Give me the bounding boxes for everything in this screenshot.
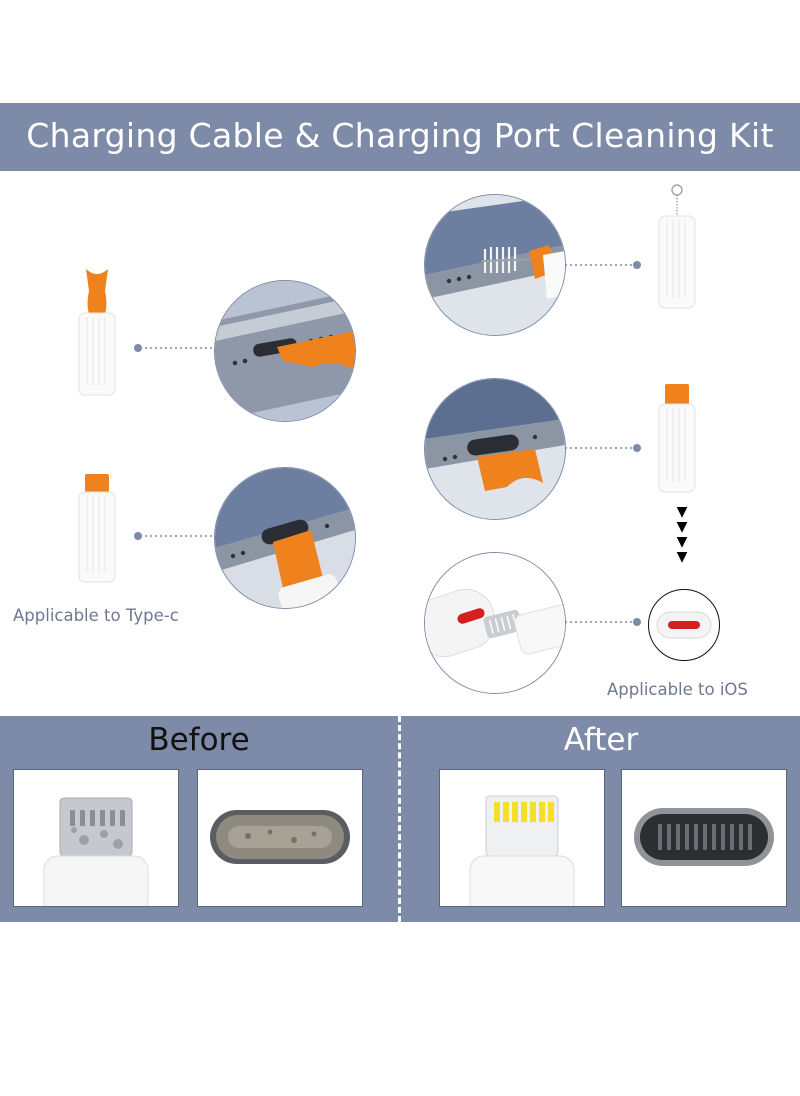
panel-divider <box>398 716 401 922</box>
header-banner <box>0 103 800 171</box>
lightning-connector-circle <box>424 552 566 694</box>
after-lightning-photo <box>439 769 605 907</box>
leader-dot <box>134 344 142 352</box>
before-lightning-photo <box>13 769 179 907</box>
scoop-tool-icon <box>72 265 122 397</box>
leader-dot <box>633 444 641 452</box>
after-label: After <box>563 722 639 758</box>
port-flat-cleaning-circle <box>424 378 566 520</box>
leader-dot <box>633 261 641 269</box>
leader-dot <box>134 532 142 540</box>
brush-tool-icon <box>652 182 702 310</box>
after-port-photo <box>621 769 787 907</box>
leader-lines <box>134 261 641 626</box>
ios-port-icon <box>648 589 720 661</box>
before-port-photo <box>197 769 363 907</box>
type-c-caption: Applicable to Type-c <box>13 606 179 625</box>
leader-dot <box>633 618 641 626</box>
port-brush-cleaning-circle <box>424 194 566 336</box>
port-scoop-cleaning-circle <box>214 280 356 422</box>
type-c-port-cleaning-circle <box>214 467 356 609</box>
down-arrows-icon: ▼▼▼▼ <box>676 504 688 565</box>
before-label: Before <box>148 722 250 758</box>
ios-caption: Applicable to iOS <box>607 680 748 699</box>
page-title: Charging Cable & Charging Port Cleaning … <box>26 116 774 155</box>
flat-tool-icon <box>74 472 120 584</box>
lightning-tool-icon <box>655 382 699 494</box>
